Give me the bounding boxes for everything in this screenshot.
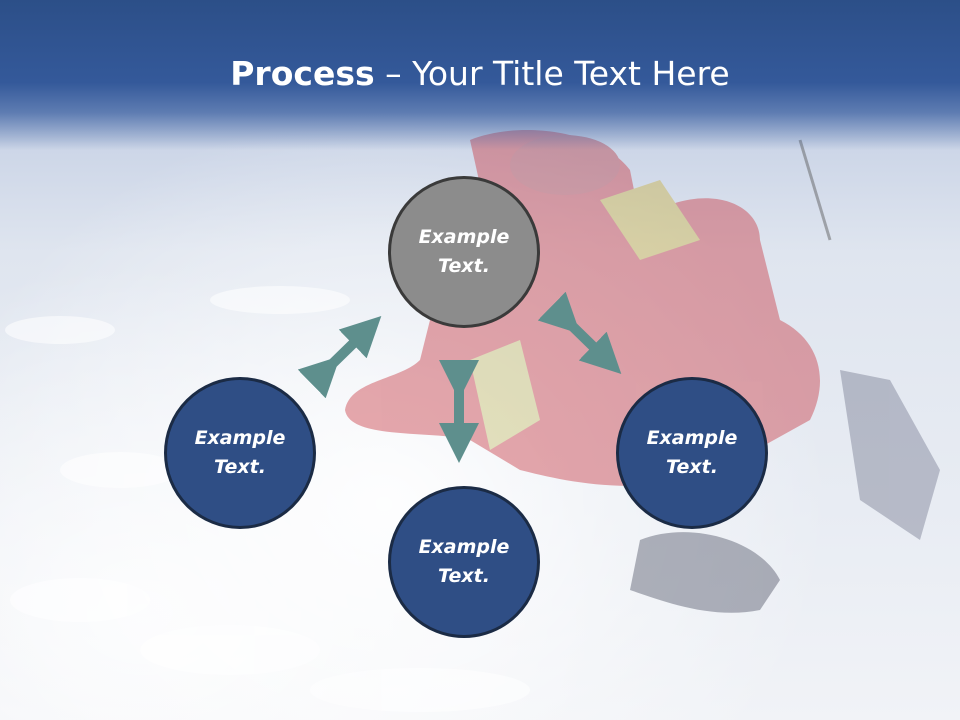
process-node-bottom[interactable]: Example Text. <box>388 486 540 638</box>
node-left-line1: Example <box>194 427 286 449</box>
arrow-left-top <box>297 316 382 399</box>
process-node-top[interactable]: Example Text. <box>388 176 540 328</box>
node-right-line1: Example <box>646 427 738 449</box>
arrow-top-right <box>537 291 622 374</box>
node-left-line2: Text. <box>214 456 266 478</box>
title-bar <box>0 0 960 150</box>
node-bottom-line2: Text. <box>438 565 490 587</box>
slide-title[interactable]: Process – Your Title Text Here <box>0 52 960 96</box>
title-bold: Process <box>230 54 375 93</box>
node-bottom-line1: Example <box>418 536 510 558</box>
node-top-line2: Text. <box>438 255 490 277</box>
process-node-left[interactable]: Example Text. <box>164 377 316 529</box>
process-node-right[interactable]: Example Text. <box>616 377 768 529</box>
title-rest: – Your Title Text Here <box>374 54 730 93</box>
node-top-line1: Example <box>418 226 510 248</box>
node-right-line2: Text. <box>666 456 718 478</box>
